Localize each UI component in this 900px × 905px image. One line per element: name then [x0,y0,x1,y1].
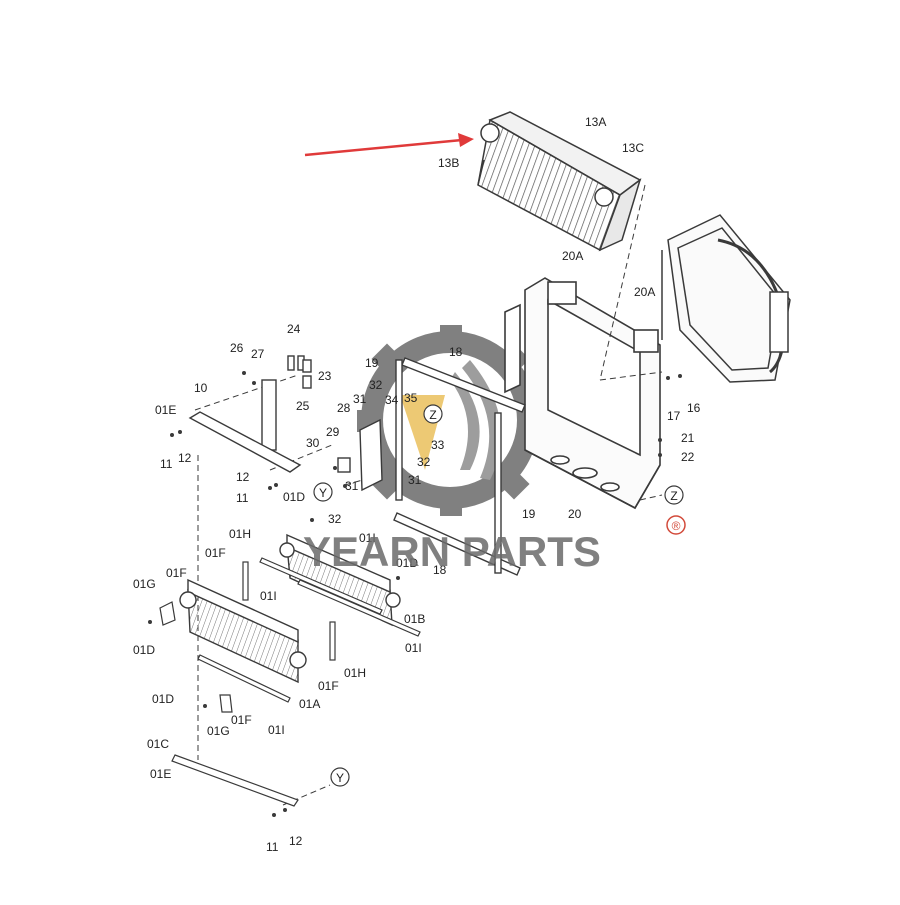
callout-01F-a: 01F [205,546,226,560]
callout-20: 20 [568,507,582,521]
frame-20 [504,277,661,510]
callout-18-bottom: 18 [433,563,447,577]
callout-32-a: 32 [369,378,383,392]
callout-23: 23 [318,369,332,383]
callout-01F-d: 01F [231,713,252,727]
callout-19-right: 19 [522,507,536,521]
radiator-core-13 [477,111,642,252]
callout-12-bottom: 12 [289,834,303,848]
callout-34: 34 [385,393,399,407]
callout-32-b: 32 [417,455,431,469]
callout-01H-b: 01H [344,666,366,680]
fan-shroud [661,214,791,383]
callout-01F-c: 01F [318,679,339,693]
callout-27: 27 [251,347,265,361]
callout-13B: 13B [438,156,459,170]
callout-28: 28 [337,401,351,415]
svg-text:Y: Y [336,771,344,785]
svg-text:Z: Z [429,408,436,422]
callout-18-top: 18 [449,345,463,359]
callout-01I-a: 01I [359,531,376,545]
seal-strips [393,357,526,576]
cooler-lower [179,578,307,684]
callout-01B: 01B [404,612,425,626]
marker-y-1: Y [313,482,333,502]
fasteners [148,371,682,817]
callout-01H-a: 01H [229,527,251,541]
svg-text:Z: Z [670,489,677,503]
callout-22: 22 [681,450,695,464]
callout-11-bottom: 11 [266,840,279,854]
callout-01C: 01C [147,737,169,751]
callout-01D-c: 01D [133,643,155,657]
callout-01D-a: 01D [283,490,305,504]
marker-z-1: Z [423,404,443,424]
marker-z-2: Z [664,485,684,505]
cooler-strips [159,557,421,807]
callout-20A-top: 20A [562,249,583,263]
callout-13C: 13C [622,141,644,155]
callout-11-top: 11 [160,457,173,471]
callout-12-mid: 12 [236,470,250,484]
callout-11-mid: 11 [236,491,249,505]
callout-01G-a: 01G [133,577,156,591]
callout-01I-d: 01I [268,723,285,737]
marker-y-2: Y [330,767,350,787]
callout-24: 24 [287,322,301,336]
callout-01E-bottom: 01E [150,767,171,781]
callout-01I-c: 01I [405,641,422,655]
mount-bracket [337,418,383,492]
callout-21: 21 [681,431,695,445]
callout-31-c: 31 [345,479,359,493]
callout-26: 26 [230,341,244,355]
callout-10: 10 [194,381,208,395]
callout-01E-top: 01E [155,403,176,417]
callout-01G-b: 01G [207,724,230,738]
callout-01F-b: 01F [166,566,187,580]
callout-01D-b: 01D [396,556,418,570]
callout-25: 25 [296,399,310,413]
watermark-text: YEARN PARTS ® [303,515,686,575]
callout-31-b: 31 [408,473,422,487]
callout-31-a: 31 [353,392,367,406]
callout-33: 33 [431,438,445,452]
callout-17: 17 [667,409,681,423]
callout-35: 35 [404,391,418,405]
callout-01D-d: 01D [152,692,174,706]
svg-text:Y: Y [319,486,327,500]
callout-16: 16 [687,401,701,415]
registered-mark: ® [672,519,681,533]
callout-32-c: 32 [328,512,342,526]
svg-text:YEARN PARTS: YEARN PARTS [303,528,601,575]
callout-30: 30 [306,436,320,450]
support-brackets [188,355,312,473]
callout-19-top: 19 [365,356,379,370]
callout-13A: 13A [585,115,606,129]
callout-01I-b: 01I [260,589,277,603]
pointer-arrow [304,133,474,157]
callout-20A-right: 20A [634,285,655,299]
callout-12-top: 12 [178,451,192,465]
callout-labels: 13A 13B 13C 20A 20A 20 18 18 19 19 24 26… [133,115,701,854]
callout-01A: 01A [299,697,320,711]
callout-29: 29 [326,425,340,439]
